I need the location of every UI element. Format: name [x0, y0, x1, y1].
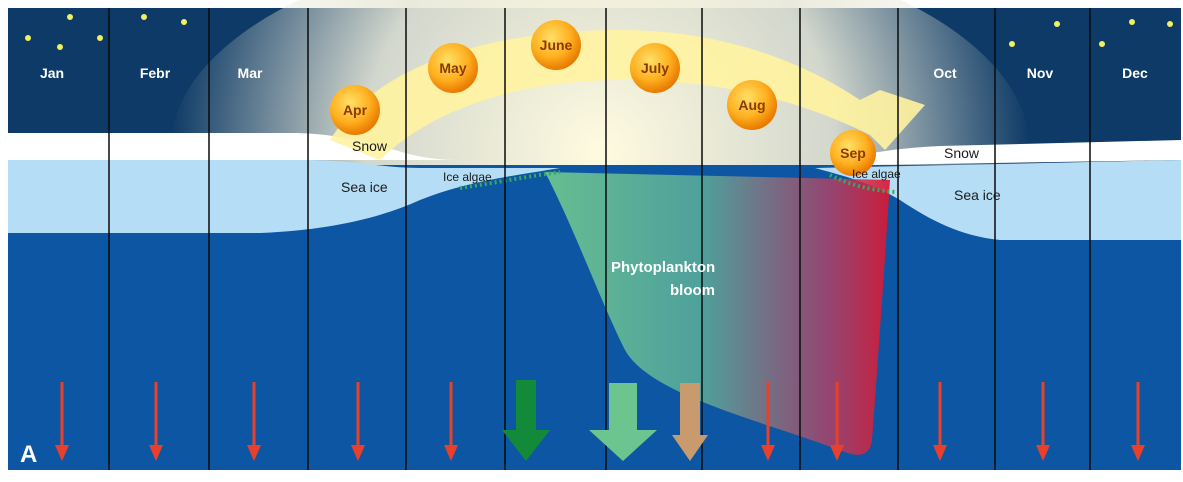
month-label-nov: Nov — [1027, 65, 1054, 81]
month-label-dec: Dec — [1122, 65, 1148, 81]
phytoplankton-label: Phytoplankton — [611, 259, 715, 276]
export-arrow-red-0 — [55, 382, 69, 461]
sun-label-july: July — [641, 60, 669, 76]
sea-ice-label-left: Sea ice — [341, 179, 388, 195]
sun-june: June — [531, 20, 581, 70]
sun-aug: Aug — [727, 80, 777, 130]
sun-label-june: June — [540, 37, 573, 53]
sun-sep: Sep — [830, 130, 876, 176]
phytoplankton-bloom — [545, 172, 890, 455]
export-arrow-red-8 — [761, 382, 775, 461]
sea-ice-label-right: Sea ice — [954, 187, 1001, 203]
ice-algae-fringe-left — [459, 170, 561, 190]
export-arrow-red-2 — [247, 382, 261, 461]
month-label-oct: Oct — [933, 65, 957, 81]
export-arrow-tan-7 — [672, 383, 708, 461]
sun-may: May — [428, 43, 478, 93]
sun-apr: Apr — [330, 85, 380, 135]
sun-july: July — [630, 43, 680, 93]
month-dividers — [108, 8, 1091, 470]
ice-algae-fringe-right — [829, 173, 896, 194]
ice-algae-label-left: Ice algae — [443, 170, 492, 184]
export-arrow-red-11 — [1036, 382, 1050, 461]
export-arrows — [55, 380, 1145, 461]
bloom-label: bloom — [670, 282, 715, 299]
sun-label-may: May — [439, 60, 466, 76]
month-label-feb: Febr — [140, 65, 171, 81]
snow-right — [830, 140, 1181, 165]
stars — [25, 14, 1173, 50]
export-arrow-red-4 — [444, 382, 458, 461]
export-arrow-dark-green-5 — [502, 380, 550, 461]
sun-label-sep: Sep — [840, 145, 866, 161]
export-arrow-red-1 — [149, 382, 163, 461]
sunlight-path — [330, 30, 925, 160]
sun-label-aug: Aug — [738, 97, 765, 113]
ice-algae-label-right: Ice algae — [852, 167, 901, 181]
export-arrow-light-green-6 — [589, 383, 657, 461]
snow-label-right: Snow — [944, 145, 980, 161]
sea-ice-left — [8, 160, 560, 233]
month-label-jan: Jan — [40, 65, 64, 81]
export-arrow-red-10 — [933, 382, 947, 461]
export-arrow-red-9 — [830, 382, 844, 461]
panel-label: A — [20, 441, 37, 468]
snow-label-left: Snow — [352, 138, 388, 154]
sun-label-apr: Apr — [343, 102, 368, 118]
export-arrow-red-3 — [351, 382, 365, 461]
month-label-mar: Mar — [238, 65, 263, 81]
export-arrow-red-12 — [1131, 382, 1145, 461]
